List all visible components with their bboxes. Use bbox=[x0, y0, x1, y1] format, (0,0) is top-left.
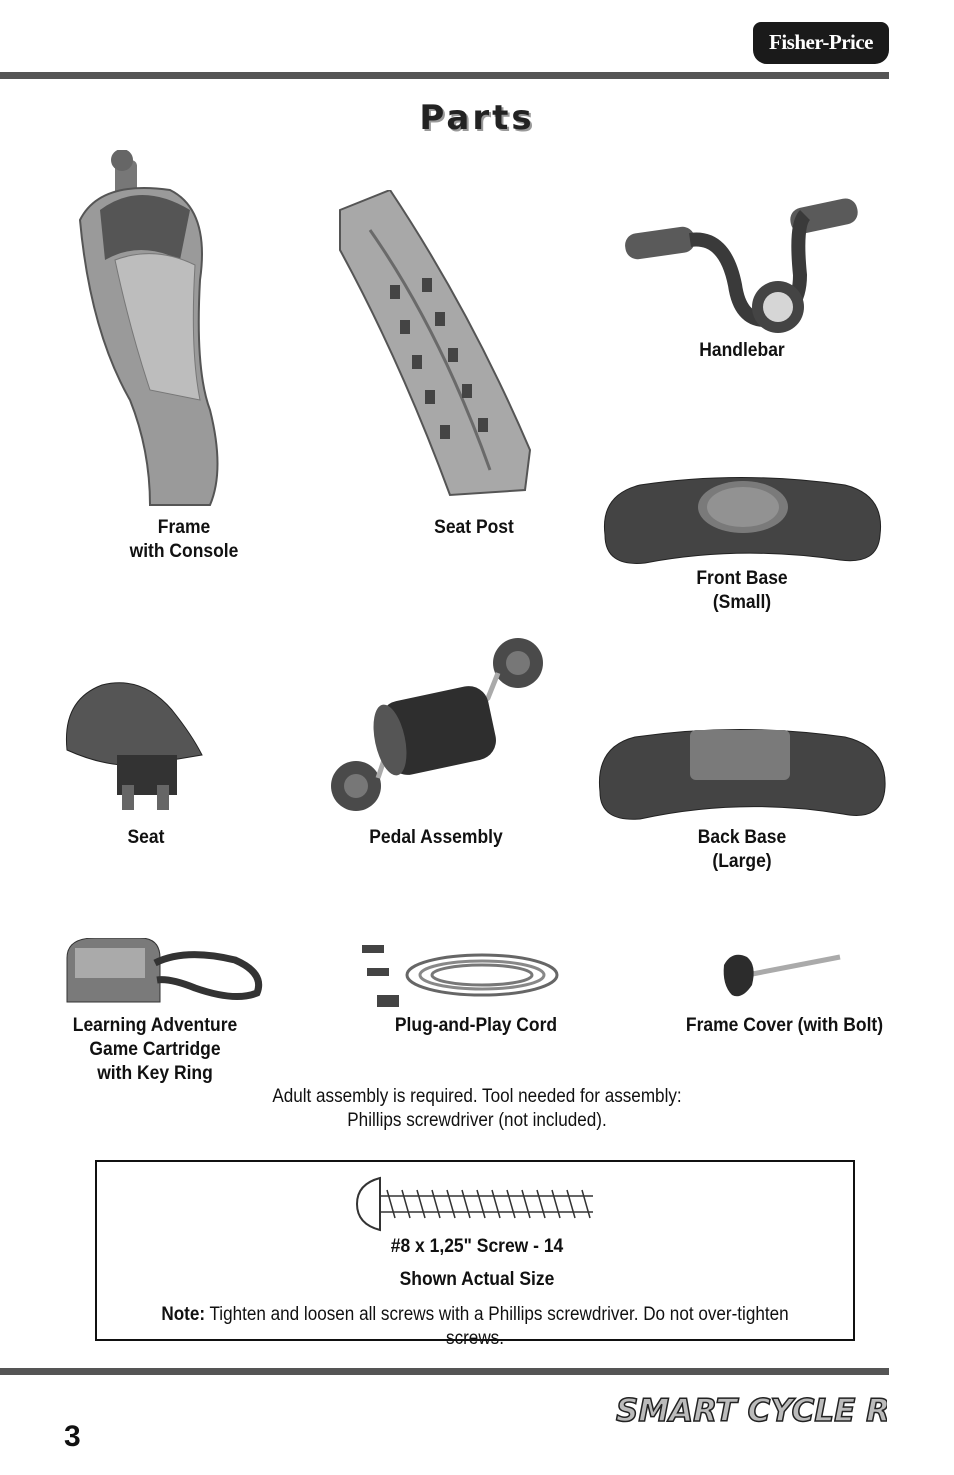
part-label-frame-cover: Frame Cover (with Bolt) bbox=[685, 1015, 884, 1036]
frame-cover-bolt-image bbox=[723, 954, 841, 997]
screwdriver-note: Note: Tighten and loosen all screws with… bbox=[135, 1303, 815, 1351]
part-label-back-base: Back Base(Large) bbox=[697, 827, 787, 872]
assembly-note: Adult assembly is required. Tool needed … bbox=[272, 1086, 682, 1131]
game-cartridge-image bbox=[66, 938, 263, 1003]
frame-with-console-image bbox=[78, 150, 219, 506]
fisher-price-logo: Fisher-Price bbox=[753, 22, 889, 64]
seat-image bbox=[65, 682, 203, 810]
screw-info-box: #8 x 1,25" Screw - 14 Shown Actual Size … bbox=[95, 1160, 855, 1349]
note-text: Tighten and loosen all screws with a Phi… bbox=[205, 1304, 789, 1349]
seat-post-image bbox=[339, 190, 532, 497]
part-label-cord: Plug-and-Play Cord bbox=[394, 1015, 558, 1036]
header-rule bbox=[0, 72, 889, 79]
part-label-pedal-assembly: Pedal Assembly bbox=[369, 827, 503, 848]
plug-and-play-cord-image bbox=[362, 945, 559, 1007]
part-label-front-base: Front Base(Small) bbox=[696, 568, 788, 613]
footer-rule bbox=[0, 1368, 889, 1375]
note-prefix: Note: bbox=[161, 1304, 206, 1325]
page-number: 3 bbox=[64, 1420, 81, 1453]
svg-text:SMART CYCLE Racer: SMART CYCLE Racer bbox=[616, 1393, 887, 1429]
actual-size-label: Shown Actual Size bbox=[399, 1269, 555, 1290]
pedal-assembly-image bbox=[331, 638, 543, 811]
screw-label: #8 x 1,25" Screw - 14 bbox=[390, 1236, 564, 1257]
smart-cycle-racer-logo: SMART CYCLE Racer bbox=[615, 1392, 887, 1430]
screw-icon bbox=[355, 1176, 593, 1232]
part-label-seat-post: Seat Post bbox=[434, 517, 514, 538]
back-base-image bbox=[598, 729, 886, 820]
part-label-seat: Seat bbox=[127, 827, 165, 848]
page-title: Parts bbox=[419, 98, 535, 138]
front-base-image bbox=[603, 477, 882, 564]
part-label-handlebar: Handlebar bbox=[699, 340, 785, 361]
handlebar-image bbox=[625, 198, 858, 333]
